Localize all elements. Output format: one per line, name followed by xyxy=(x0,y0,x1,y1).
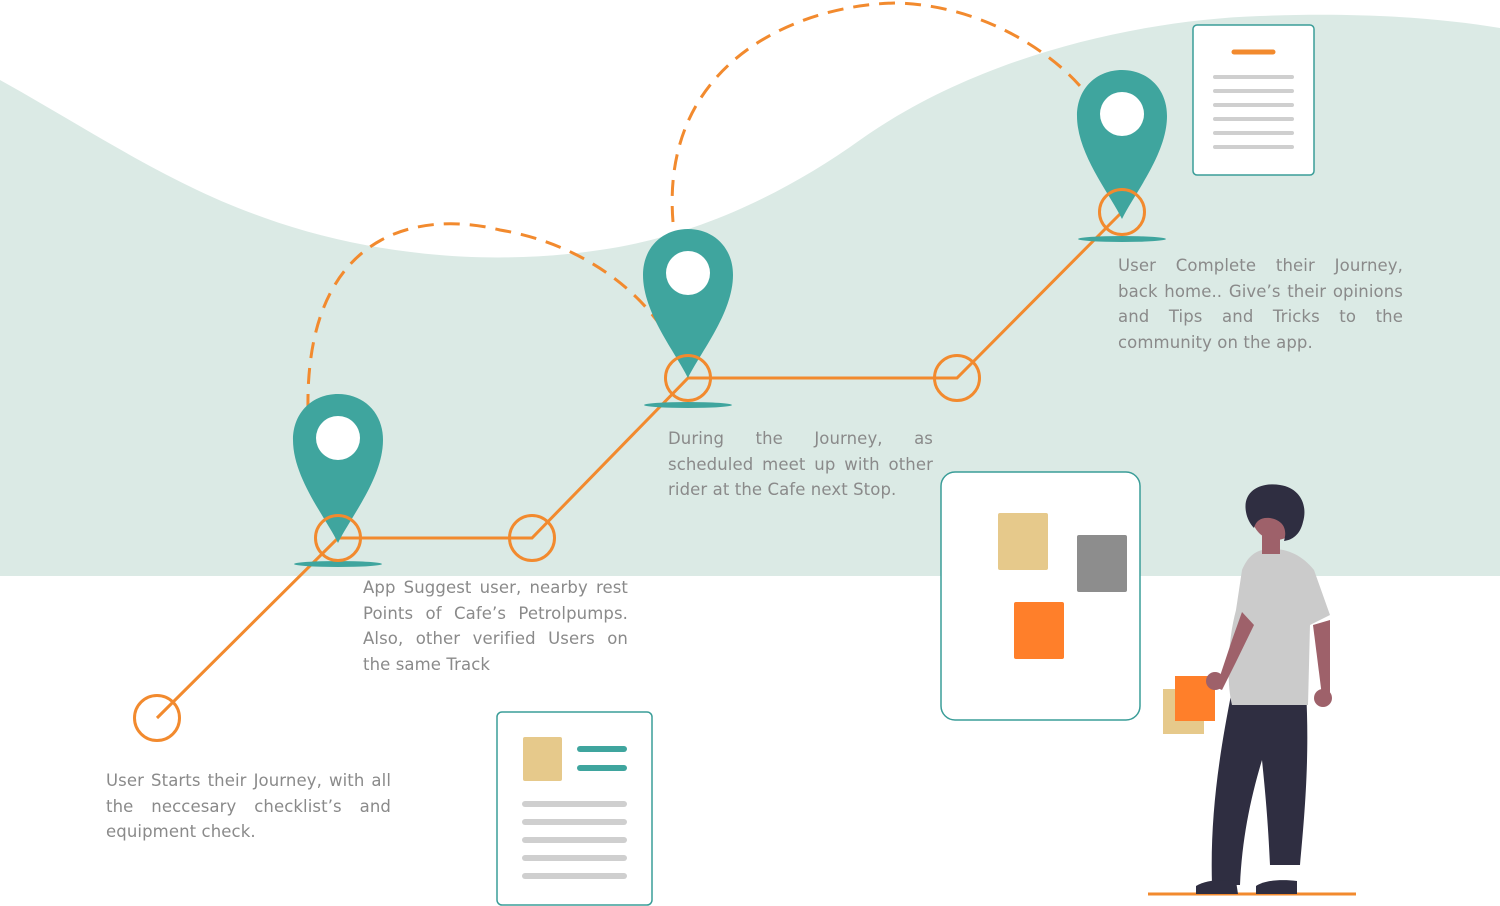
document-card-icon xyxy=(1193,25,1314,175)
checklist-card-icon xyxy=(497,712,652,905)
step-1-caption: User Starts their Journey, with all the … xyxy=(106,768,391,845)
pin-shadow xyxy=(1078,236,1166,242)
step-2-caption: App Suggest user, nearby rest Points of … xyxy=(363,575,628,677)
pin-shadow xyxy=(644,402,732,408)
sticky-board-icon xyxy=(941,472,1140,720)
step-3-caption: During the Journey, as scheduled meet up… xyxy=(668,426,933,503)
step-4-caption: User Complete their Journey, back home..… xyxy=(1118,253,1403,355)
